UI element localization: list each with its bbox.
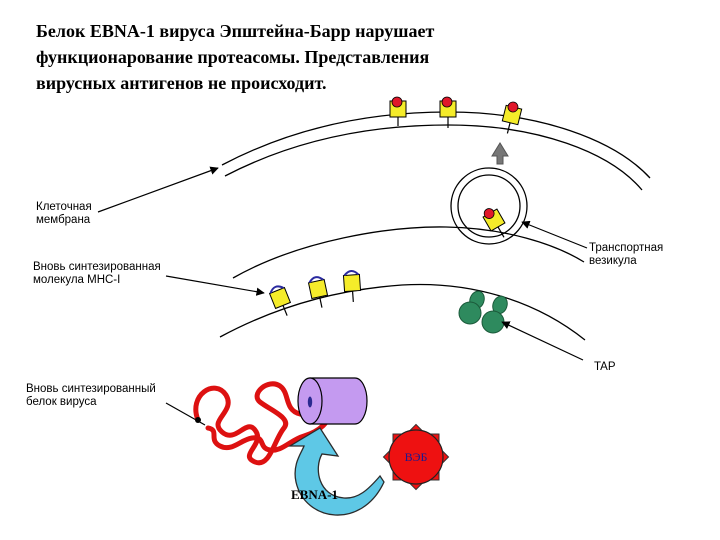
tap-transporter	[458, 290, 508, 334]
mhc-empty-2	[307, 276, 329, 308]
pointer-tap	[501, 321, 584, 361]
label-tap: TAP	[594, 361, 616, 373]
pointer-mhc	[165, 275, 265, 296]
export-arrow	[491, 142, 509, 165]
label-cell-membrane: Клеточная мембрана	[36, 201, 92, 226]
transport-vesicle	[450, 167, 528, 245]
slide-title: Белок EBNA-1 вируса Эпштейна-Барр наруша…	[36, 21, 435, 93]
mhc-on-membrane-3	[501, 101, 523, 134]
label-ebna1: EBNA-1	[291, 487, 338, 502]
mhc-empty-1	[268, 285, 292, 316]
label-mhc-molecule: Вновь синтезированная молекула МНС-I	[33, 261, 161, 286]
mhc-on-membrane-2	[439, 96, 457, 128]
mhc-in-vesicle	[482, 208, 506, 238]
cell-membrane	[221, 111, 651, 191]
viral-protein-chain	[193, 381, 331, 466]
mhc-empty-3	[342, 270, 362, 302]
mhc-on-membrane-1	[389, 96, 407, 126]
label-transport-vesicle: Транспортная везикула	[589, 242, 664, 267]
label-viral-protein: Вновь синтезированный белок вируса	[26, 383, 156, 408]
viral-protein-end	[195, 417, 201, 423]
pointer-vesicle	[521, 220, 588, 249]
ebv-virus	[382, 423, 450, 491]
pointer-cell-membrane	[97, 166, 219, 213]
ebna1-arrow	[287, 427, 385, 516]
proteasome	[297, 377, 368, 425]
label-ebv: ВЭБ	[404, 450, 428, 464]
er-membrane	[219, 226, 586, 341]
